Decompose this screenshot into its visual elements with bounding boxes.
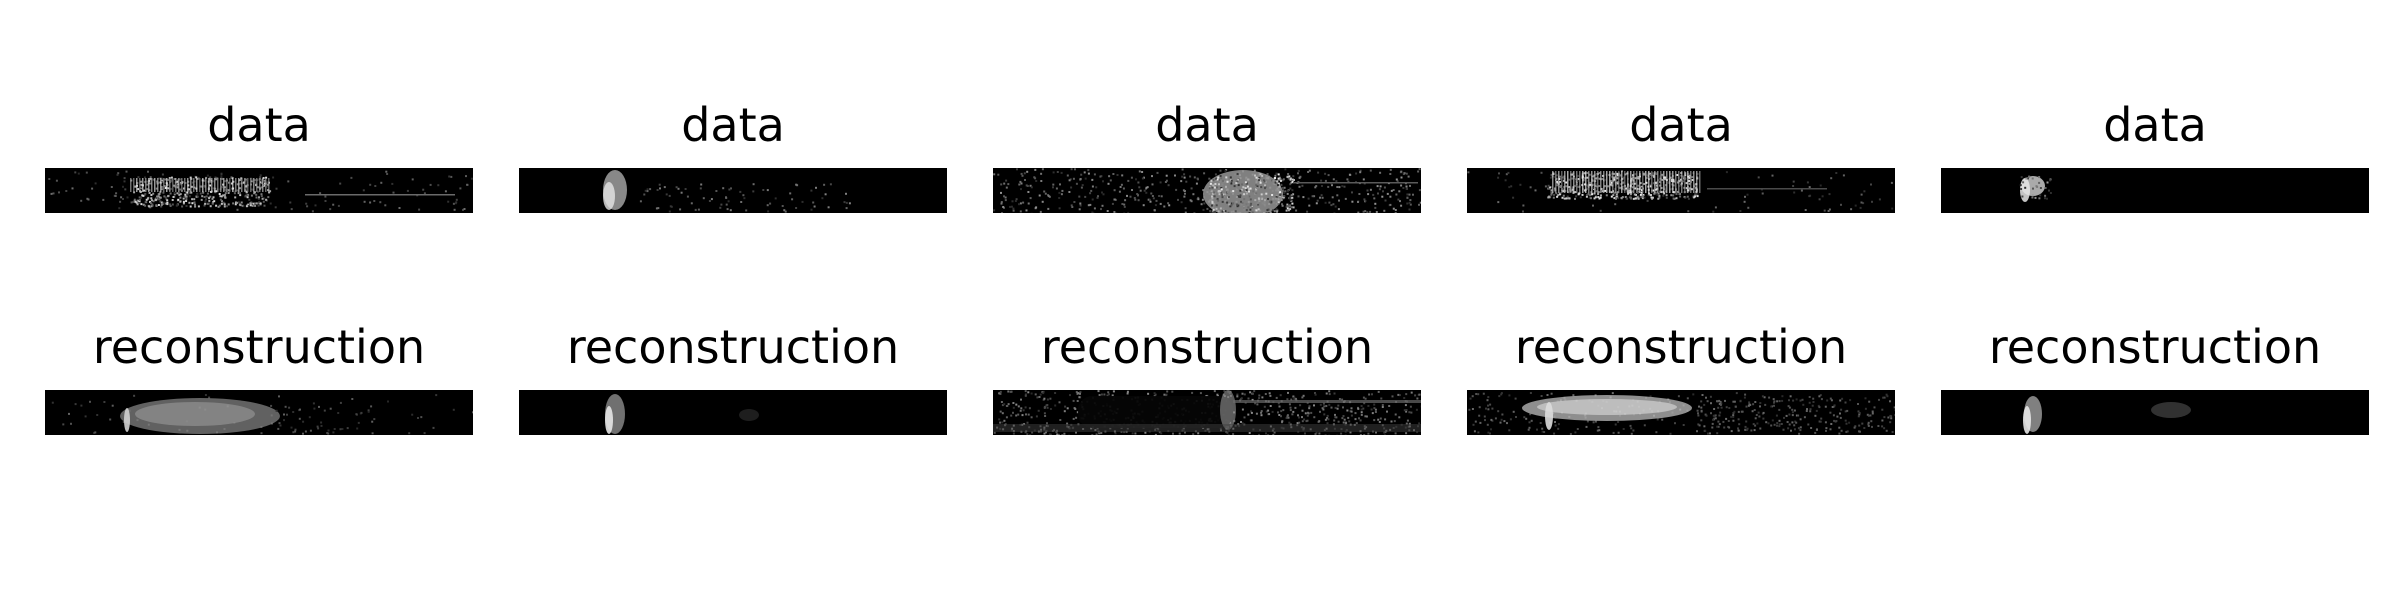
reconstruction-image [993, 390, 1421, 435]
data-image-texture [993, 168, 1421, 213]
data-panel-title: data [1155, 98, 1259, 152]
data-image [993, 168, 1421, 213]
data-image-texture [1941, 168, 2369, 213]
reconstruction-image [1941, 390, 2369, 435]
data-panel-title: data [207, 98, 311, 152]
reconstruction-image [1467, 390, 1895, 435]
reconstruction-panel-title: reconstruction [1988, 320, 2322, 374]
data-image [1941, 168, 2369, 213]
data-image-texture [45, 168, 473, 213]
data-image [1467, 168, 1895, 213]
reconstruction-image-texture [993, 390, 1421, 435]
data-panel-title: data [2103, 98, 2207, 152]
data-image [519, 168, 947, 213]
reconstruction-image-texture [1467, 390, 1895, 435]
reconstruction-image [519, 390, 947, 435]
reconstruction-panel-title: reconstruction [92, 320, 426, 374]
reconstruction-panel-title: reconstruction [1514, 320, 1848, 374]
reconstruction-panel-title: reconstruction [566, 320, 900, 374]
reconstruction-panel-title: reconstruction [1040, 320, 1374, 374]
reconstruction-image-texture [45, 390, 473, 435]
data-image-texture [519, 168, 947, 213]
data-panel-title: data [681, 98, 785, 152]
data-panel-title: data [1629, 98, 1733, 152]
reconstruction-image-texture [519, 390, 947, 435]
data-image [45, 168, 473, 213]
data-image-texture [1467, 168, 1895, 213]
reconstruction-image [45, 390, 473, 435]
reconstruction-image-texture [1941, 390, 2369, 435]
